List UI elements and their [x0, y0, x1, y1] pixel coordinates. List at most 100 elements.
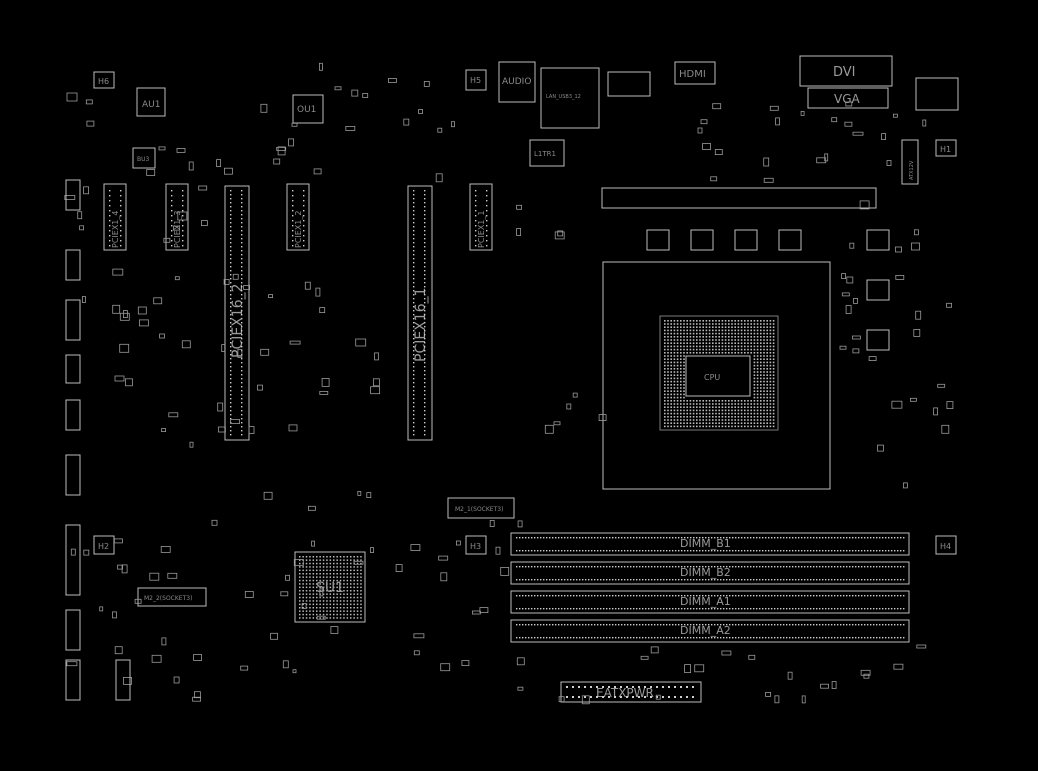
smd-component	[114, 538, 123, 544]
label-lan: LAN_USB3_12	[546, 94, 581, 100]
smd-component	[941, 424, 950, 434]
smd-component	[816, 157, 827, 164]
rear-io-connectors: AUDIO LAN_USB3_12 HDMI DVI VGA L1TR1 H1 …	[498, 55, 959, 185]
header-connector	[65, 609, 81, 651]
chipset-area: SU1 M2_1(SOCKET3) M2_2(SOCKET3) H2 H3 H4	[93, 497, 957, 623]
slot-pciex16-2	[224, 185, 250, 441]
smd-component	[860, 669, 871, 676]
label-h3: H3	[470, 542, 481, 551]
smd-component	[112, 304, 121, 314]
smd-component	[831, 117, 838, 123]
slot-pciex1-2	[286, 183, 310, 251]
smd-component	[330, 626, 339, 634]
smd-component	[841, 292, 850, 297]
vrm-choke	[866, 229, 890, 251]
smd-component	[362, 93, 369, 98]
smd-component	[763, 177, 774, 183]
smd-component	[844, 121, 853, 127]
dimm-slots: DIMM_B1 DIMM_B2 DIMM_A1 DIMM_A2	[510, 532, 910, 643]
smd-component	[355, 338, 367, 347]
smd-component	[216, 159, 222, 168]
chip-ou1	[292, 94, 324, 124]
smd-component	[516, 204, 522, 210]
label-audio: AUDIO	[502, 77, 531, 87]
smd-component	[640, 655, 649, 660]
dimm-a1-slot	[510, 590, 910, 614]
smd-component	[221, 344, 226, 353]
smd-component	[440, 572, 448, 582]
smd-component	[260, 348, 270, 356]
smd-component	[437, 127, 443, 133]
smd-component	[268, 294, 274, 299]
label-hdmi: HDMI	[679, 69, 706, 80]
label-bu3: BU3	[137, 156, 150, 163]
label-cpu: CPU	[704, 373, 720, 382]
smd-component	[85, 99, 93, 105]
smd-component	[721, 650, 732, 656]
chip-bu3	[132, 147, 156, 169]
label-h2: H2	[98, 542, 109, 551]
smd-component	[114, 646, 123, 655]
smd-component	[66, 92, 78, 102]
inductor-l1tr1	[529, 139, 565, 167]
smd-component	[655, 694, 661, 700]
smd-component	[112, 611, 117, 619]
label-su1: SU1	[316, 580, 344, 596]
smd-component	[292, 669, 297, 674]
smd-component	[849, 242, 855, 249]
smd-component	[461, 660, 470, 666]
smd-component	[440, 663, 451, 672]
dimm-pin-rows	[516, 537, 905, 639]
label-au1: AU1	[142, 100, 160, 110]
smd-component	[650, 646, 659, 654]
smd-component	[158, 146, 166, 151]
smd-component	[413, 650, 420, 656]
mount-hole-h2	[93, 535, 115, 555]
label-atx12v: ATX12V	[909, 160, 915, 180]
smd-component	[260, 103, 268, 113]
smd-component	[151, 654, 162, 663]
smd-component	[198, 185, 208, 191]
header-connector	[65, 299, 81, 341]
smd-component	[334, 86, 342, 91]
m2-2-socket	[137, 587, 207, 607]
label-dimm-a1: DIMM_A1	[680, 595, 731, 608]
header-connector	[65, 659, 81, 701]
smd-component	[189, 441, 194, 448]
smd-component	[839, 345, 847, 350]
smd-component	[263, 491, 273, 500]
smd-component	[517, 686, 524, 691]
label-pciex1-2: PCIEX1_2	[294, 211, 303, 248]
smd-component	[418, 109, 424, 114]
smd-component	[914, 229, 919, 236]
smd-component	[232, 273, 239, 280]
smd-component	[277, 146, 286, 156]
label-h1: H1	[940, 145, 951, 154]
smd-component	[223, 278, 230, 285]
smd-component	[694, 664, 705, 673]
smd-component	[319, 307, 326, 314]
smd-component	[891, 400, 903, 409]
vrm-choke	[690, 229, 714, 251]
mount-hole-h4	[935, 535, 957, 555]
usb-right-stack	[915, 77, 959, 111]
smd-component	[307, 505, 316, 511]
smd-component	[877, 444, 884, 452]
header-connector	[65, 524, 81, 596]
smd-component	[852, 335, 861, 340]
vrm-choke	[866, 279, 890, 301]
smd-component	[137, 306, 147, 315]
smd-component	[774, 695, 780, 704]
smd-component	[581, 695, 590, 705]
slot-pciex1-3	[165, 183, 189, 251]
smd-component	[86, 120, 95, 127]
smd-component	[763, 157, 770, 167]
smd-component	[321, 377, 330, 387]
slot-pciex1-1	[469, 183, 493, 251]
smd-component	[276, 146, 287, 151]
smd-component	[149, 572, 160, 581]
dimm-b1-slot	[510, 532, 910, 556]
smd-component	[859, 200, 870, 210]
smd-component	[831, 681, 837, 689]
smd-component	[495, 546, 501, 555]
